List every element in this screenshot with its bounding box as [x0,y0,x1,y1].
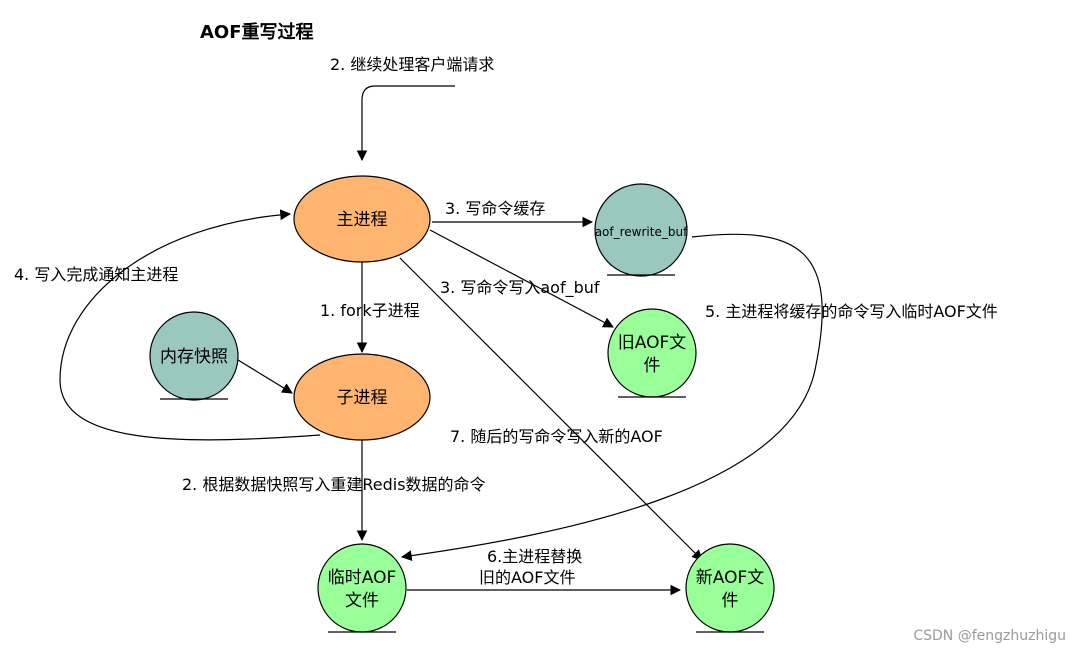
child-process-node [293,353,431,441]
edge-label-replace-line1: 6.主进程替换 [487,547,582,566]
edge-buffer-to-temp [400,233,823,562]
child-process-label: 子进程 [337,388,388,408]
edge-snapshot-to-child [237,359,293,394]
main-process-label: 主进程 [337,210,388,230]
aof-rewrite-buf-node [594,183,688,277]
temp-aof-file-label-line1: 临时AOF [328,568,397,588]
edge-label-buffer-to-temp: 5. 主进程将缓存的命令写入临时AOF文件 [705,302,998,321]
old-aof-file-label-line1: 旧AOF文 [618,333,687,353]
memory-snapshot-label: 内存快照 [160,347,228,367]
edge-label-client-requests: 2. 继续处理客户端请求 [330,55,494,74]
edge-client-requests [356,85,455,162]
diagram-title: AOF重写过程 [200,21,314,43]
new-aof-file-label-line2: 件 [722,591,739,611]
old-aof-file-label-line2: 件 [644,356,661,376]
edge-subsequent-writes [399,257,703,561]
temp-aof-file-node [317,543,407,633]
edge-label-replace-line2: 旧的AOF文件 [479,568,575,587]
old-aof-file-node [607,308,697,398]
aof-rewrite-buf-label: aof_rewrite_buf [595,225,688,239]
temp-aof-file-label-line2: 文件 [345,591,379,611]
main-process-node [293,175,431,263]
edge-label-write-cmd-aof-buf: 3. 写命令写入aof_buf [440,278,600,298]
edge-label-write-cmd-buffer: 3. 写命令缓存 [445,199,545,218]
new-aof-file-node [685,543,775,633]
memory-snapshot-node [149,311,239,401]
edge-label-notify-main: 4. 写入完成通知主进程 [14,265,178,284]
edge-notify-main [59,209,321,441]
edge-label-fork-child: 1. fork子进程 [320,301,420,320]
edge-label-subsequent-writes: 7. 随后的写命令写入新的AOF [450,427,663,446]
watermark: CSDN @fengzhuzhigu [913,628,1066,644]
edge-label-snapshot-write: 2. 根据数据快照写入重建Redis数据的命令 [182,475,486,494]
new-aof-file-label-line1: 新AOF文 [696,568,765,588]
edge-write-cmd-aof-buf [429,229,614,328]
